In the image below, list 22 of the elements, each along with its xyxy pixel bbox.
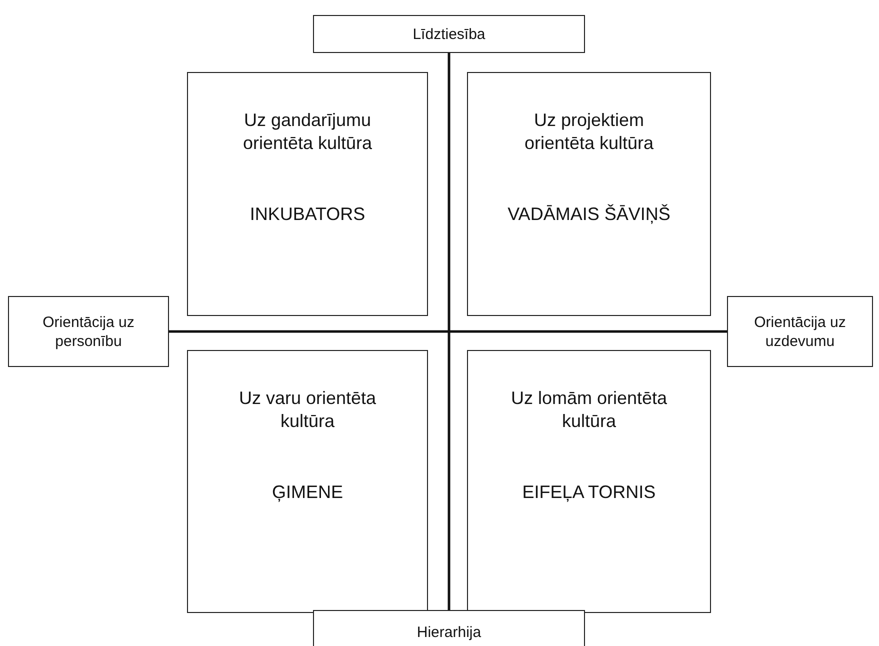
quadrant-box bbox=[187, 72, 428, 316]
culture-type: Uz varu orientēta kultūra bbox=[238, 387, 378, 433]
culture-name: INKUBATORS bbox=[250, 203, 366, 226]
axis-label: Hierarhija bbox=[416, 622, 482, 642]
axis-label-box bbox=[727, 296, 873, 367]
culture-type: Uz gandarījumu orientēta kultūra bbox=[242, 109, 374, 155]
quadrant-box bbox=[467, 350, 711, 613]
axis-label-box bbox=[8, 296, 169, 367]
axis-label-box bbox=[313, 15, 585, 53]
quadrant-box bbox=[187, 350, 428, 613]
axis-line bbox=[169, 330, 727, 333]
axis-line bbox=[448, 53, 450, 610]
axis-label: Līdztiesība bbox=[412, 24, 486, 44]
culture-type: Uz projektiem orientēta kultūra bbox=[523, 109, 655, 155]
quadrant-box bbox=[467, 72, 711, 316]
axis-label: Orientācija uz personību bbox=[42, 312, 136, 350]
culture-name: VADĀMAIS ŠĀVIŅŠ bbox=[508, 203, 670, 226]
culture-name: EIFEĻA TORNIS bbox=[522, 481, 656, 504]
axis-label-box bbox=[313, 610, 585, 646]
axis-label: Orientācija uz uzdevumu bbox=[753, 312, 847, 350]
culture-name: ĢIMENE bbox=[272, 481, 343, 504]
culture-type: Uz lomām orientēta kultūra bbox=[510, 387, 668, 433]
